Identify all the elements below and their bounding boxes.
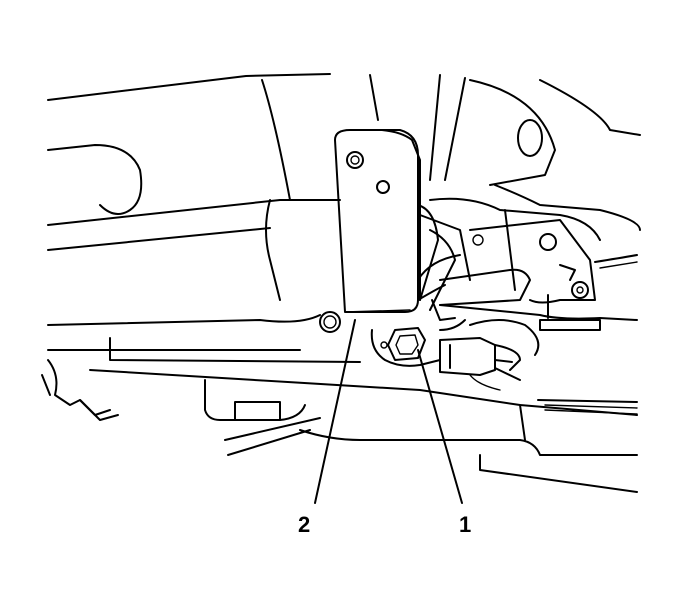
bracket bbox=[334, 129, 461, 321]
callout-label-1: 1 bbox=[459, 512, 471, 537]
seat-adjuster-mechanism bbox=[419, 197, 638, 331]
leader-line-1 bbox=[417, 349, 463, 504]
bolt bbox=[380, 327, 426, 361]
vehicle-frame-background bbox=[41, 73, 641, 493]
callout-label-2: 2 bbox=[298, 512, 310, 537]
wiring-harness-connector bbox=[319, 311, 540, 391]
leader-line-2 bbox=[314, 319, 356, 504]
